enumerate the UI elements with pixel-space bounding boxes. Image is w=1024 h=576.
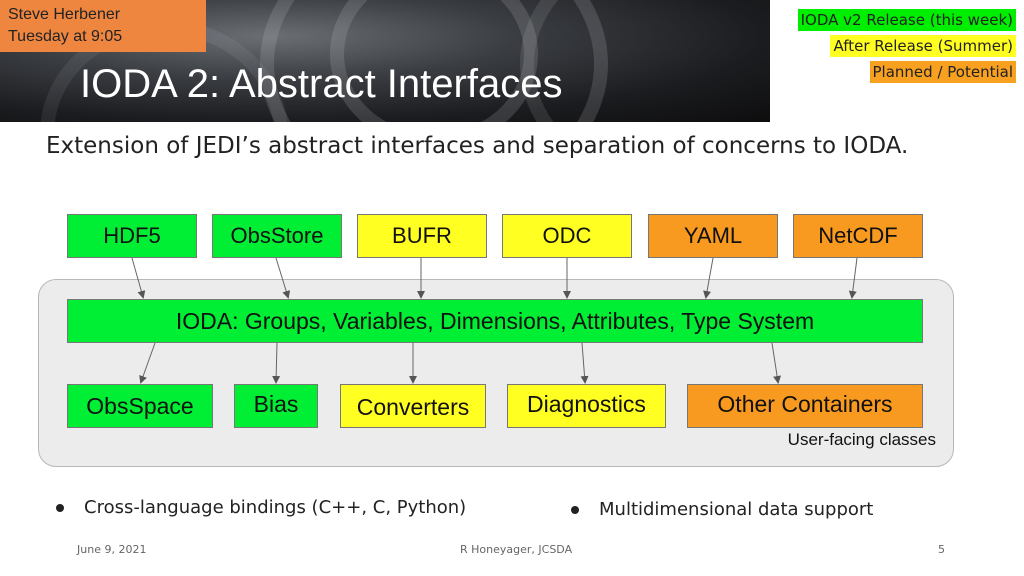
backend-bufr: BUFR [357, 214, 487, 258]
presenter-time: Tuesday at 9:05 [8, 28, 123, 45]
arrow-hdf5-core [131, 257, 146, 299]
backend-obsstore: ObsStore [212, 214, 342, 258]
ioda-core: IODA: Groups, Variables, Dimensions, Att… [67, 299, 923, 343]
arrow-obsstore-core [275, 257, 291, 299]
bullet-dot [571, 505, 579, 514]
client-bias: Bias [234, 384, 318, 428]
arrow-yaml-core [703, 257, 714, 299]
arrow-core-bias [272, 342, 281, 384]
bullet-dot [56, 503, 64, 512]
arrow-netcdf-core [848, 257, 858, 299]
bullet-text: Multidimensional data support [599, 499, 874, 520]
arrow-core-obsspace [139, 342, 156, 384]
bullet-cross-language: Cross-language bindings (C++, C, Python) [56, 497, 466, 518]
arrow-core-other [771, 342, 782, 384]
backend-odc: ODC [502, 214, 632, 258]
slide-subtitle: Extension of JEDI’s abstract interfaces … [46, 133, 909, 159]
arrow-core-diagnostics [580, 342, 589, 384]
presenter-badge: Steve Herbener Tuesday at 9:05 [0, 0, 206, 52]
client-obsspace: ObsSpace [67, 384, 213, 428]
backend-hdf5: HDF5 [67, 214, 197, 258]
legend-after-release: After Release (Summer) [830, 35, 1016, 57]
presenter-name: Steve Herbener [8, 6, 121, 23]
user-facing-label: User-facing classes [787, 430, 936, 449]
backend-yaml: YAML [648, 214, 778, 258]
bullet-multidimensional: Multidimensional data support [571, 499, 873, 520]
client-diagnostics: Diagnostics [507, 384, 666, 428]
bullet-text: Cross-language bindings (C++, C, Python) [84, 497, 467, 518]
client-converters: Converters [340, 384, 486, 428]
client-other-containers: Other Containers [687, 384, 923, 428]
footer-author: R Honeyager, JCSDA [460, 543, 573, 556]
legend-planned: Planned / Potential [869, 61, 1016, 83]
backend-netcdf: NetCDF [793, 214, 923, 258]
footer-date: June 9, 2021 [77, 543, 147, 556]
page-number: 5 [938, 543, 945, 556]
legend-release: IODA v2 Release (this week) [797, 9, 1016, 31]
slide-title: IODA 2: Abstract Interfaces [80, 62, 563, 106]
